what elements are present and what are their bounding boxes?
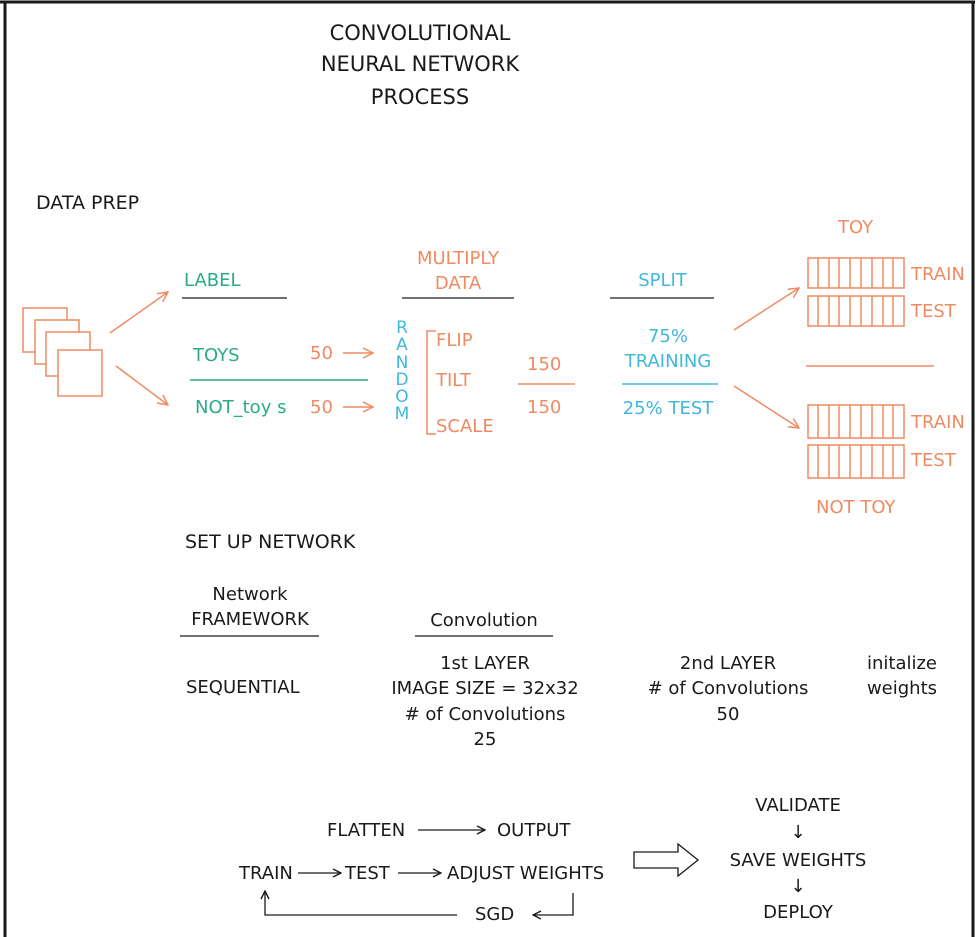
split-heading: SPLIT (638, 270, 687, 291)
second-layer-line-3: 50 (716, 704, 740, 725)
not-toy-train-bar (807, 404, 905, 439)
second-layer-line-1: 2nd LAYER (679, 653, 777, 674)
title-line-2: NEURAL NETWORK (320, 52, 520, 76)
title-line-1: CONVOLUTIONAL (329, 21, 511, 45)
random-letter: N (395, 352, 409, 373)
first-layer-line-3: # of Convolutions (404, 704, 566, 725)
not-toy-test-label: TEST (911, 450, 956, 471)
train-label: TRAIN (239, 863, 293, 884)
toy-train-bar (807, 257, 905, 289)
sgd-to-train-arrow (265, 891, 457, 916)
not-toy-train-label: TRAIN (911, 412, 965, 433)
not-toy-heading: NOT TOY (816, 497, 896, 518)
flatten-label: FLATTEN (327, 820, 406, 841)
output-label: OUTPUT (497, 820, 571, 841)
random-letter: R (396, 318, 408, 338)
random-letter: A (396, 335, 408, 356)
toy-train-label: TRAIN (911, 264, 965, 285)
hollow-arrow-icon (633, 842, 700, 878)
adjust-weights-label: ADJUST WEIGHTS (447, 863, 605, 884)
toy-test-label: TEST (911, 301, 956, 322)
first-layer-line-4: 25 (473, 729, 497, 750)
arrow-to-not-toy (733, 385, 799, 428)
random-letter: M (394, 404, 410, 425)
title-line-3: PROCESS (370, 85, 470, 109)
test-split-label: 25% TEST (622, 398, 714, 419)
not-toys-count: 50 (310, 397, 333, 418)
setup-network-heading: SET UP NETWORK (185, 531, 356, 553)
init-weights-line-2: weights (866, 678, 938, 699)
fraction-bottom: 150 (527, 397, 562, 418)
not-toy-test-bar (807, 444, 905, 479)
deploy-label: DEPLOY (763, 902, 833, 923)
multiply-line-2: DATA (434, 273, 482, 294)
sgd-label: SGD (475, 904, 515, 925)
not-toys-label: NOT_toy s (195, 397, 287, 418)
random-letter: O (395, 387, 409, 408)
arrow-to-label (109, 292, 168, 334)
label-text: LABEL (184, 270, 241, 291)
tilt-label: TILT (436, 370, 471, 391)
training-label: TRAINING (624, 351, 712, 372)
random-letter: D (395, 369, 409, 390)
down-arrow-2: ↓ (790, 876, 806, 897)
save-weights-label: SAVE WEIGHTS (729, 850, 867, 871)
arrow-to-toy (733, 288, 799, 331)
test-label: TEST (345, 863, 390, 884)
scale-label: SCALE (436, 416, 494, 437)
fraction-top: 150 (527, 354, 562, 375)
init-weights-line-1: initalize (866, 653, 938, 674)
arrow-to-not-toys (115, 365, 168, 405)
convolution-heading: Convolution (430, 610, 538, 631)
augment-bracket (426, 330, 436, 435)
toys-count: 50 (310, 343, 333, 364)
toys-label: TOYS (193, 345, 240, 366)
toy-heading: TOY (838, 217, 874, 238)
multiply-line-1: MULTIPLY (416, 248, 500, 269)
image-stack-icon (22, 307, 103, 397)
flip-label: FLIP (436, 330, 473, 351)
toy-test-bar (807, 295, 905, 327)
training-pct: 75% (647, 326, 688, 347)
framework-value: SEQUENTIAL (186, 677, 300, 698)
down-arrow-1: ↓ (790, 822, 806, 843)
data-prep-heading: DATA PREP (36, 192, 140, 214)
first-layer-line-2: IMAGE SIZE = 32x32 (391, 678, 579, 699)
validate-label: VALIDATE (755, 795, 841, 816)
random-vertical-text: R A N D O M (392, 318, 412, 425)
framework-line-1: Network (212, 584, 288, 605)
framework-line-2: FRAMEWORK (191, 609, 309, 630)
second-layer-line-2: # of Convolutions (647, 678, 809, 699)
first-layer-line-1: 1st LAYER (440, 653, 530, 674)
adjust-to-sgd-arrow (533, 893, 574, 915)
